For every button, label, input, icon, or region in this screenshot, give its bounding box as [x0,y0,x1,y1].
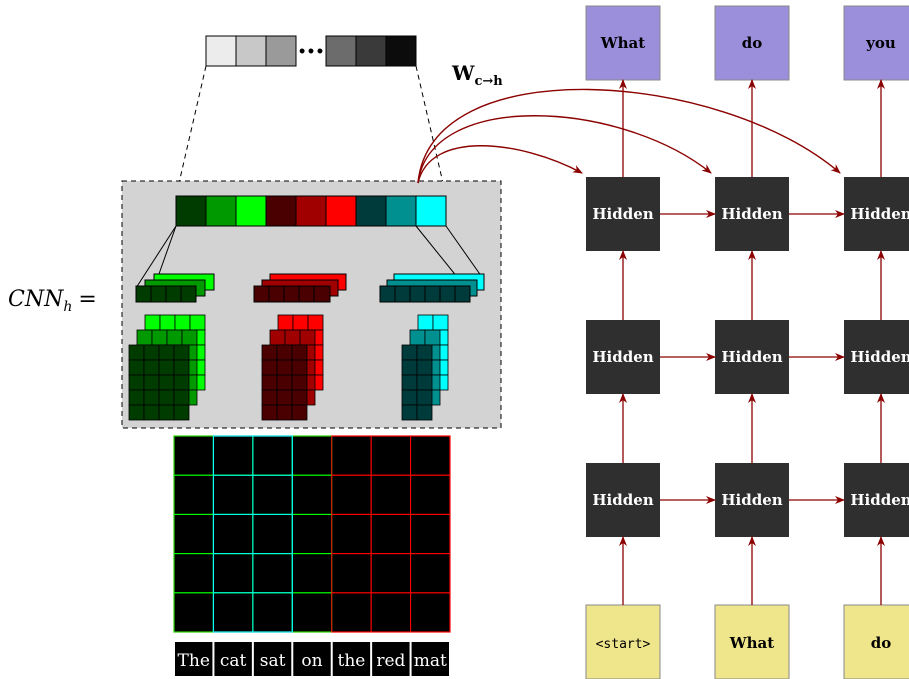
word-label: The [178,651,210,671]
pooled-maps-cyan [379,273,485,303]
output-label: What [600,34,645,52]
word-label: red [376,651,405,671]
embedding-cell [235,35,267,67]
feature-cell [385,195,417,227]
hidden-box [715,177,789,251]
word-label: on [301,651,322,671]
word-box [253,642,292,676]
context-arrow-1 [417,145,583,184]
word-box [332,642,371,676]
output-box [714,5,790,81]
feature-cell [205,195,237,227]
hidden-label: Hidden [721,205,782,223]
cnn-label: CNNh= [8,287,97,315]
output-label: do [742,34,763,52]
context-arrow-2 [417,115,712,184]
hidden-box [715,463,789,537]
hidden-label: Hidden [721,491,782,509]
hidden-label: Hidden [850,348,909,366]
word-box [293,642,331,676]
embedding-vector: ••• [205,35,417,67]
feature-map-layer [128,344,190,421]
rnn-grid: What<start>HiddenHiddenHiddendoWhatHidde… [585,5,909,679]
matrix-cell [410,592,451,633]
context-arrows [417,88,841,184]
word-label: sat [260,651,286,671]
word-box [372,642,410,676]
input-label: do [871,634,892,652]
matrix-background [173,435,451,633]
word-label: cat [220,651,247,671]
convolution-feature-maps [128,314,449,421]
feature-cell [235,195,267,227]
embedding-cell [385,35,417,67]
hidden-label: Hidden [592,205,653,223]
weights-label: Wc→h [451,61,503,89]
hidden-label: Hidden [592,491,653,509]
word-box [175,642,213,676]
feature-cell [415,195,447,227]
projection-line-left [175,65,207,197]
word-box [214,642,252,676]
hidden-box [586,177,660,251]
input-box [714,604,790,679]
hidden-box [586,463,660,537]
ellipsis: ••• [298,44,325,60]
feature-cell [265,195,297,227]
feature-cell [325,195,357,227]
word-label: mat [414,651,447,671]
feature-map-layer [261,344,308,421]
word-box [411,642,449,676]
feature-map-layer [401,344,433,421]
pool-connector [135,225,177,289]
hidden-label: Hidden [850,491,909,509]
hidden-box [715,320,789,394]
hidden-label: Hidden [592,348,653,366]
hidden-label: Hidden [721,348,782,366]
projection-line-right [415,65,447,197]
feature-vector [175,195,447,227]
sentence-matrix [173,435,451,633]
pooled-maps-green [135,273,215,303]
pool-connector [445,225,485,281]
feature-cell [355,195,387,227]
context-arrow-3 [417,88,841,184]
hidden-label: Hidden [850,205,909,223]
output-box [585,5,661,81]
feature-cell [175,195,207,227]
pooled-maps-red [253,273,347,303]
embedding-cell [325,35,357,67]
input-label: <start> [596,637,651,652]
hidden-box [844,463,909,537]
input-box [843,604,909,679]
hidden-box [586,320,660,394]
embedding-cell [205,35,237,67]
embedding-cell [355,35,387,67]
output-label: you [865,34,896,52]
word-label: the [338,651,366,671]
hidden-box [844,320,909,394]
input-label: What [729,634,774,652]
feature-cell [295,195,327,227]
hidden-box [844,177,909,251]
embedding-cell [265,35,297,67]
